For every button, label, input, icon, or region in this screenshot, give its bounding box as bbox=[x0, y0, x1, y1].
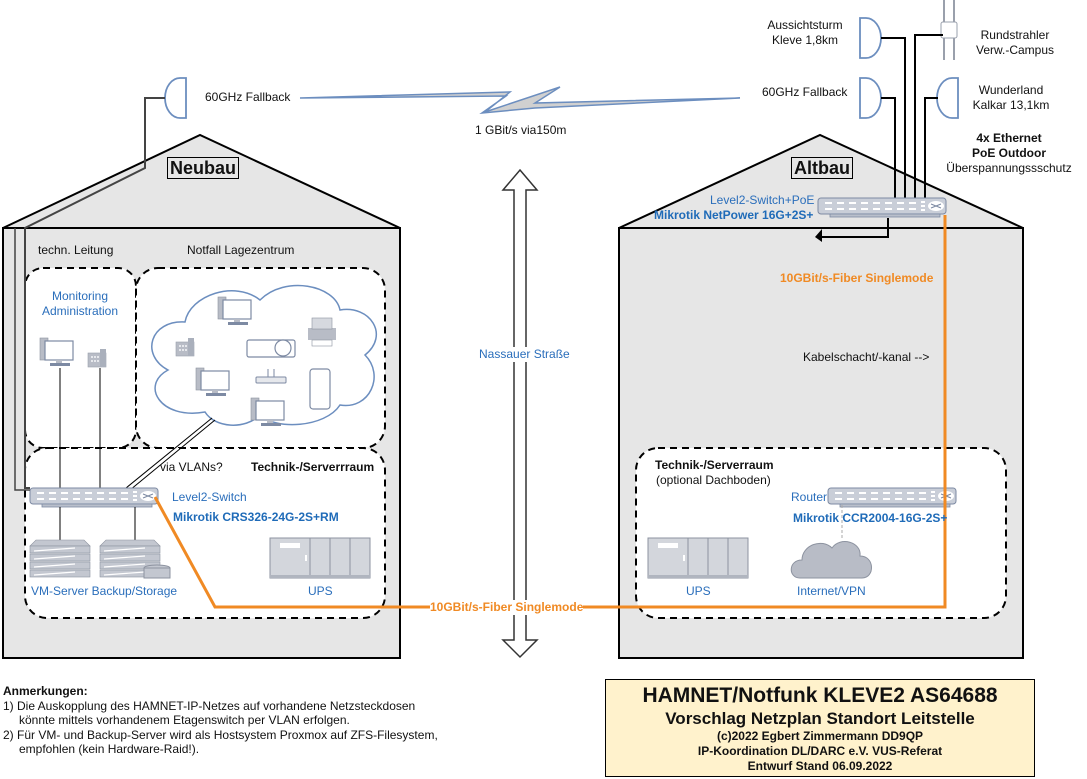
router-model: Mikrotik CCR2004-16G-2S+ bbox=[793, 511, 948, 525]
internet-cloud-icon bbox=[790, 541, 872, 579]
neubau-antenna-label: 60GHz Fallback bbox=[205, 90, 291, 104]
zone-leitung-label: techn. Leitung bbox=[38, 243, 114, 257]
title-block: HAMNET/Notfunk KLEVE2 AS64688 Vorschlag … bbox=[605, 679, 1035, 777]
wunderland-antenna-icon bbox=[936, 77, 959, 119]
poe-switch-model: Mikrotik NetPower 16G+2S+ bbox=[654, 208, 814, 222]
zone-lagezentrum-label: Notfall Lagezentrum bbox=[187, 243, 295, 257]
internet-label: Internet/VPN bbox=[797, 584, 866, 598]
servers-label: VM-Server Backup/Storage bbox=[31, 584, 178, 598]
title-line2: Vorschlag Netzplan Standort Leitstelle bbox=[665, 709, 975, 728]
title-org: IP-Koordination DL/DARC e.V. VUS-Referat bbox=[697, 744, 943, 758]
altbau-serverroom-label: Technik-/Serverraum bbox=[655, 458, 774, 472]
wireless-link-bolt bbox=[299, 86, 741, 115]
note-2-line1: 2) Für VM- und Backup-Server wird als Ho… bbox=[3, 727, 438, 742]
title-author: (c)2022 Egbert Zimmermann DD9QP bbox=[716, 729, 924, 743]
neubau-ups-icon bbox=[269, 537, 371, 579]
altbau-poe-switch-icon bbox=[817, 197, 947, 218]
neubau-switch-icon bbox=[29, 487, 159, 508]
smartphone-icon bbox=[309, 368, 331, 410]
altbau-ups-label: UPS bbox=[686, 584, 711, 598]
vlan-label: via VLANs? bbox=[160, 460, 223, 474]
altbau-antenna-label: 60GHz Fallback bbox=[762, 85, 848, 99]
router-wifi-icon bbox=[255, 369, 287, 384]
altbau-fiber-label: 10GBit/s-Fiber Singlemode bbox=[780, 271, 934, 285]
neubau-switch-model: Mikrotik CRS326-24G-2S+RM bbox=[173, 510, 339, 524]
fiber-link-label: 10GBit/s-Fiber Singlemode bbox=[430, 600, 584, 615]
omni-antenna-icon bbox=[940, 0, 958, 60]
neubau-antenna-icon bbox=[164, 77, 187, 119]
storage-disk-icon bbox=[143, 564, 171, 579]
altbau-router-icon bbox=[827, 487, 957, 508]
neubau-switch-label: Level2-Switch bbox=[172, 490, 247, 504]
neubau-serverroom-label: Technik-/Serverrraum bbox=[251, 460, 375, 474]
altbau-ups-icon bbox=[647, 537, 749, 579]
poe-switch-label: Level2-Switch+PoE bbox=[710, 193, 815, 207]
note-1-line1: 1) Die Auskopplung des HAMNET-IP-Netzes … bbox=[3, 698, 416, 713]
router-label: Router bbox=[791, 490, 828, 504]
notes-heading: Anmerkungen: bbox=[3, 684, 88, 698]
wireless-link-label: 1 GBit/s via150m bbox=[475, 123, 567, 137]
note-2-line2: empfohlen (kein Hardware-Raid!). bbox=[19, 742, 200, 756]
neubau-ups-label: UPS bbox=[308, 584, 333, 598]
altbau-60ghz-antenna-icon bbox=[859, 77, 882, 119]
projector-icon bbox=[246, 339, 296, 358]
neubau-title: Neubau bbox=[167, 157, 240, 179]
street-double-arrow bbox=[501, 168, 539, 659]
printer-icon bbox=[308, 317, 336, 347]
altbau-title: Altbau bbox=[791, 157, 853, 179]
altbau-serverroom-note: (optional Dachboden) bbox=[656, 473, 771, 487]
cable-duct-label: Kabelschacht/-kanal --> bbox=[803, 350, 930, 364]
notes: Anmerkungen: 1) Die Auskopplung des HAMN… bbox=[3, 684, 438, 757]
street-label: Nassauer Straße bbox=[479, 347, 570, 362]
title-line1: HAMNET/Notfunk KLEVE2 AS64688 bbox=[642, 684, 998, 707]
aussichtsturm-antenna-icon bbox=[859, 17, 882, 59]
note-1-line2: könnte mittels vorhandenem Etagenswitch … bbox=[19, 713, 350, 727]
title-date: Entwurf Stand 06.09.2022 bbox=[747, 759, 893, 773]
vm-server-icon bbox=[29, 539, 91, 578]
